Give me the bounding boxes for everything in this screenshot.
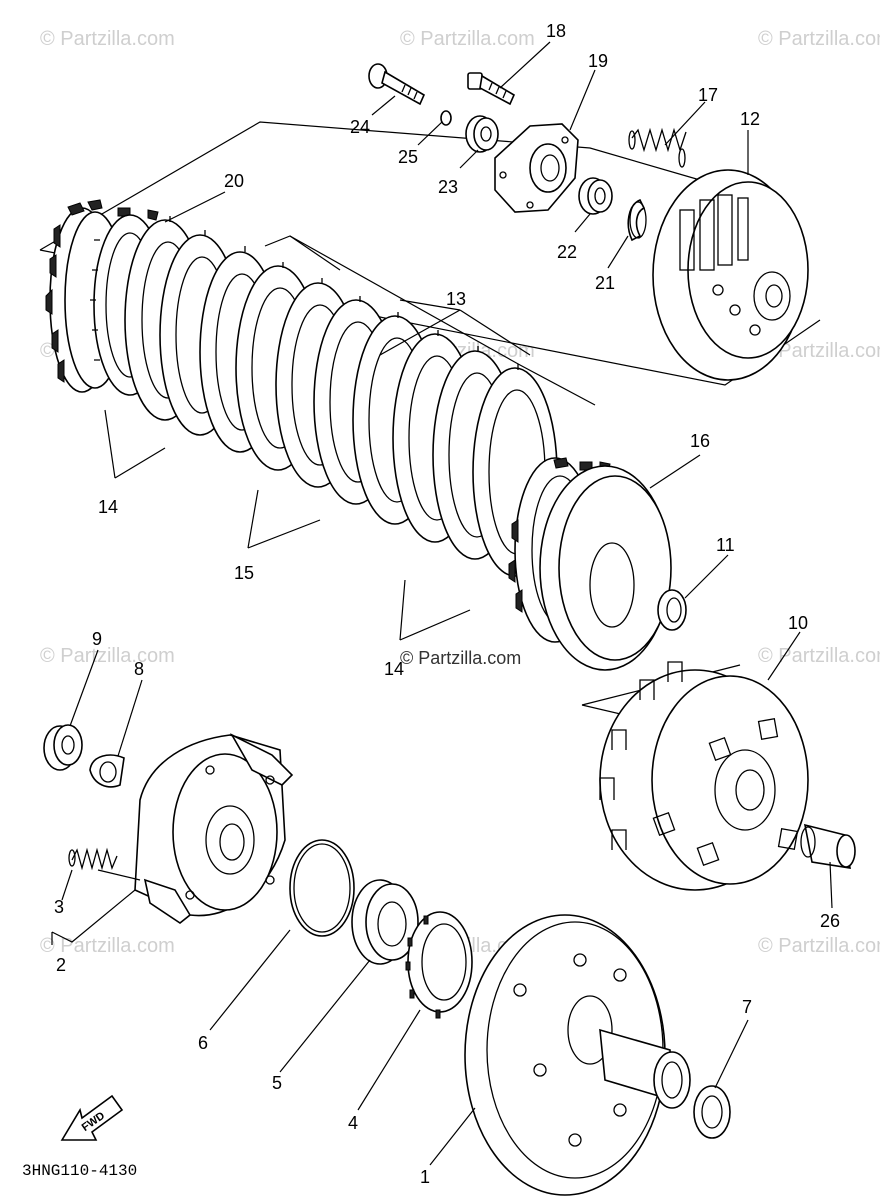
part-5-bearing [351,879,419,965]
callout-13: 13 [446,289,467,309]
callout-3: 3 [54,897,65,917]
callout-26: 26 [820,911,841,931]
watermark-low-right: © Partzilla.com [758,645,880,667]
callout-9: 9 [92,629,103,649]
callout-11: 11 [716,535,735,555]
callout-14-lower: 14 [384,659,405,679]
watermark-top-right: © Partzilla.com [758,28,880,50]
watermark-bottom-right: © Partzilla.com [758,935,880,957]
part-21-lock-washer [627,198,647,242]
callout-19: 19 [588,51,609,71]
part-8-lock-washer [89,754,125,788]
part-10-clutch-housing [581,661,809,891]
fwd-arrow: FWD [60,1094,124,1141]
callout-16: 16 [690,431,711,451]
watermark-mid-right: © Partzilla.com [758,340,880,362]
part-7-washer [693,1085,731,1139]
callout-8: 8 [134,659,145,679]
part-16-clutch-disc [539,465,672,671]
callout-15: 15 [234,563,255,583]
watermark-center: © Partzilla.com [400,648,522,668]
callout-25: 25 [398,147,419,167]
part-3-spring [68,847,118,871]
callout-12: 12 [740,109,761,129]
callout-20: 20 [224,171,245,191]
part-26-sleeve [800,823,856,869]
callout-7: 7 [742,997,753,1017]
part-17-spring [628,127,687,168]
callout-2: 2 [56,955,67,975]
callout-22: 22 [557,242,578,262]
part-1-primary-drive [464,914,691,1196]
callout-14-left: 14 [98,497,119,517]
callout-23: 23 [438,177,459,197]
part-19-push-plate [494,123,579,213]
watermark-low-left: © Partzilla.com [40,645,175,667]
watermark-top-center: © Partzilla.com [400,28,535,50]
part-11-circlip [657,589,687,631]
part-9-nut [43,724,83,771]
part-6-ring [289,839,355,937]
watermark-top-left: © Partzilla.com [40,28,175,50]
part-12-pressure-plate [652,169,809,381]
part-24-bolt [368,63,426,106]
callout-18: 18 [546,21,567,41]
part-2-centrifugal-clutch [134,733,294,924]
callout-1: 1 [420,1167,431,1187]
leader-lines [51,41,833,1166]
callout-10: 10 [788,613,809,633]
callout-21: 21 [595,273,616,293]
callout-5: 5 [272,1073,283,1093]
clutch-plate-stack [90,214,558,577]
callout-6: 6 [198,1033,209,1053]
part-25-ring [440,110,452,126]
part-22-nut [578,177,613,215]
diagram-code: 3HNG110-4130 [22,1162,138,1180]
part-23-bearing [465,115,499,153]
part-4-one-way-clutch [405,911,473,1019]
callout-24: 24 [350,117,371,137]
callout-17: 17 [698,85,719,105]
callout-4: 4 [348,1113,359,1133]
part-18-bolt [467,72,516,106]
